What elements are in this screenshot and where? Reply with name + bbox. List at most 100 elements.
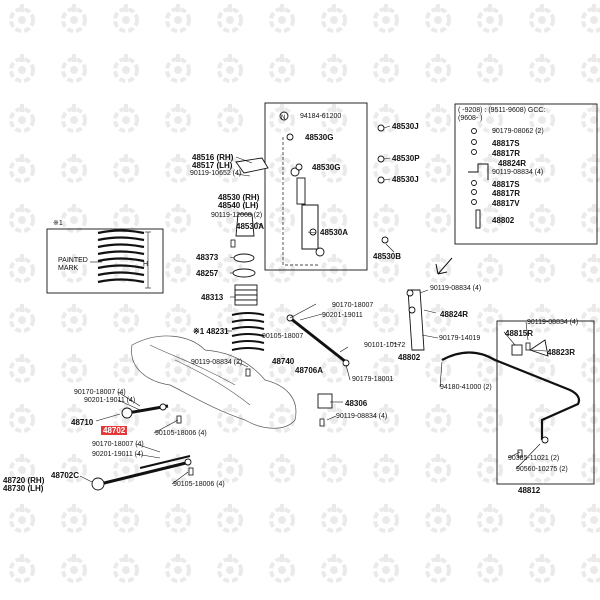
watermark-hub — [122, 316, 130, 324]
washer-symbol — [471, 189, 477, 195]
washer-symbol — [377, 176, 385, 184]
watermark-hub — [434, 16, 442, 24]
watermark-tooth — [72, 4, 76, 12]
leader-line — [507, 451, 521, 459]
watermark-gear — [217, 357, 243, 383]
watermark-gear — [269, 357, 295, 383]
watermark-tooth — [436, 104, 440, 112]
part-label: 90119-12068 (2) — [211, 212, 263, 219]
washer-symbol — [377, 124, 385, 132]
watermark-hub — [590, 516, 598, 524]
watermark-tooth — [72, 104, 76, 112]
watermark-gear — [165, 207, 191, 233]
watermark-gear — [217, 407, 243, 433]
watermark-gear — [529, 7, 555, 33]
washer-symbol — [377, 155, 385, 163]
part-label: 48530 (RH) — [218, 193, 260, 202]
watermark-icon — [581, 554, 600, 583]
spring-inset-box — [46, 228, 164, 294]
watermark-gear — [529, 307, 555, 333]
watermark-gear — [269, 207, 295, 233]
shock-absorber-box — [264, 102, 368, 271]
shock-bracket — [235, 157, 269, 174]
watermark-hub — [122, 566, 130, 574]
watermark-icon — [425, 504, 451, 533]
watermark-gear — [373, 507, 399, 533]
watermark-icon — [425, 154, 451, 183]
watermark-hub — [278, 66, 286, 74]
leader-line — [345, 364, 351, 381]
part-label: 94180-41000 (2) — [440, 384, 492, 391]
watermark-hub — [174, 516, 182, 524]
leader-line — [383, 157, 391, 160]
watermark-gear — [373, 307, 399, 333]
watermark-tooth — [488, 404, 492, 412]
watermark-hub — [590, 116, 598, 124]
watermark-gear — [113, 307, 139, 333]
watermark-tooth — [72, 204, 76, 212]
watermark-hub — [18, 66, 26, 74]
watermark-tooth — [592, 254, 596, 262]
watermark-gear — [477, 557, 503, 583]
watermark-icon — [113, 204, 139, 233]
watermark-hub — [278, 166, 286, 174]
watermark-tooth — [20, 254, 24, 262]
watermark-tooth — [72, 454, 76, 462]
watermark-gear — [165, 357, 191, 383]
watermark-tooth — [280, 404, 284, 412]
watermark-gear — [477, 407, 503, 433]
watermark-hub — [122, 16, 130, 24]
watermark-gear — [61, 357, 87, 383]
watermark-tooth — [72, 254, 76, 262]
watermark-icon — [581, 4, 600, 33]
watermark-icon — [373, 4, 399, 33]
watermark-gear — [113, 457, 139, 483]
watermark-tooth — [488, 454, 492, 462]
watermark-gear — [269, 457, 295, 483]
watermark-gear — [61, 457, 87, 483]
stabilizer-bar — [441, 351, 581, 440]
part-label: 48817V — [492, 199, 520, 208]
watermark-icon — [373, 104, 399, 133]
watermark-icon — [477, 204, 503, 233]
watermark-tooth — [228, 154, 232, 162]
watermark-icon — [425, 354, 451, 383]
shock-lower-eye — [315, 247, 325, 257]
watermark-icon — [9, 54, 35, 83]
watermark-hub — [18, 416, 26, 424]
watermark-hub — [70, 516, 78, 524]
leader-line — [171, 471, 189, 485]
watermark-gear — [321, 157, 347, 183]
watermark-icon — [529, 304, 555, 333]
part-label: 48530J — [392, 122, 419, 131]
spring-seat — [233, 253, 255, 263]
watermark-hub — [18, 466, 26, 474]
watermark-tooth — [20, 504, 24, 512]
watermark-gear — [477, 357, 503, 383]
watermark-gear — [113, 407, 139, 433]
watermark-icon — [9, 4, 35, 33]
watermark-tooth — [332, 154, 336, 162]
watermark-icon — [425, 54, 451, 83]
watermark-tooth — [540, 554, 544, 562]
watermark-hub — [226, 66, 234, 74]
watermark-gear — [113, 557, 139, 583]
watermark-tooth — [20, 404, 24, 412]
watermark-gear — [269, 107, 295, 133]
inset-stabilizer-title-2: (9608- ) — [458, 115, 483, 122]
watermark-hub — [382, 516, 390, 524]
watermark-gear — [373, 407, 399, 433]
watermark-tooth — [228, 504, 232, 512]
watermark-tooth — [72, 404, 76, 412]
watermark-hub — [382, 116, 390, 124]
watermark-hub — [382, 416, 390, 424]
washer-symbol — [471, 180, 477, 186]
watermark-icon — [373, 404, 399, 433]
watermark-hub — [174, 316, 182, 324]
watermark-hub — [122, 116, 130, 124]
watermark-hub — [278, 16, 286, 24]
watermark-icon — [9, 254, 35, 283]
watermark-tooth — [332, 54, 336, 62]
watermark-hub — [382, 366, 390, 374]
